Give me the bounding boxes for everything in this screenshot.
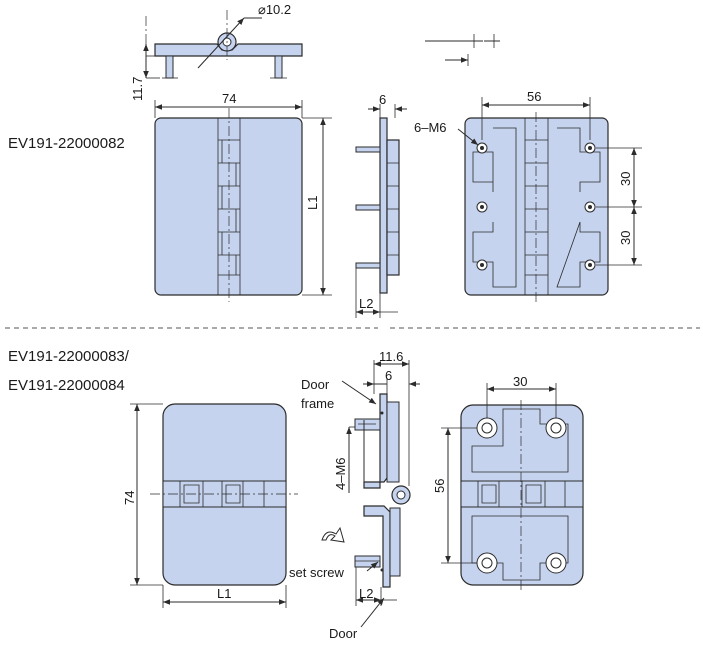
dim-height-11-7: 11.7 — [130, 77, 145, 101]
bottom-hinge-side-view — [321, 360, 420, 628]
model-label-bottom-1: EV191-22000083/ — [8, 348, 130, 365]
dim-hole-spacing-56: 56 — [527, 89, 541, 104]
dim-thickness-6: 6 — [379, 92, 386, 107]
top-hinge-back-view — [457, 97, 642, 302]
callout-door: Door — [329, 626, 358, 641]
dim-length-l2: L2 — [359, 296, 373, 311]
model-label-top: EV191-22000082 — [8, 135, 125, 152]
dim-b-length-l1: L1 — [217, 586, 231, 601]
dim-b-spacing-56: 56 — [432, 479, 447, 493]
callout-door-frame-1: Door — [301, 377, 330, 392]
callout-set-screw: set screw — [289, 565, 345, 580]
bottom-hinge-back-view — [441, 383, 584, 590]
bottom-hinge-front-view — [130, 403, 298, 608]
top-hinge-front-view — [154, 100, 332, 302]
dim-pitch-30-b: 30 — [618, 231, 633, 245]
dim-b-thickness-6: 6 — [385, 368, 392, 383]
dim-b-height-74: 74 — [122, 491, 137, 505]
label-thread-6m6: 6–M6 — [414, 120, 447, 135]
top-hinge-side-view — [355, 104, 407, 318]
section-marks — [425, 34, 500, 66]
dim-pitch-30-a: 30 — [618, 172, 633, 186]
dim-b-length-l2: L2 — [359, 586, 373, 601]
dim-width-74: 74 — [222, 91, 236, 106]
callout-door-frame-2: frame — [301, 396, 334, 411]
dim-b-spacing-30: 30 — [513, 374, 527, 389]
dim-length-l1: L1 — [305, 196, 320, 210]
dim-pin-diameter: ⌀10.2 — [258, 2, 291, 17]
dim-b-overall-11-6: 11.6 — [379, 349, 403, 364]
top-hinge-top-view — [143, 10, 303, 79]
model-label-bottom-2: EV191-22000084 — [8, 377, 125, 394]
label-b-thread-4m6: 4–M6 — [333, 457, 348, 490]
